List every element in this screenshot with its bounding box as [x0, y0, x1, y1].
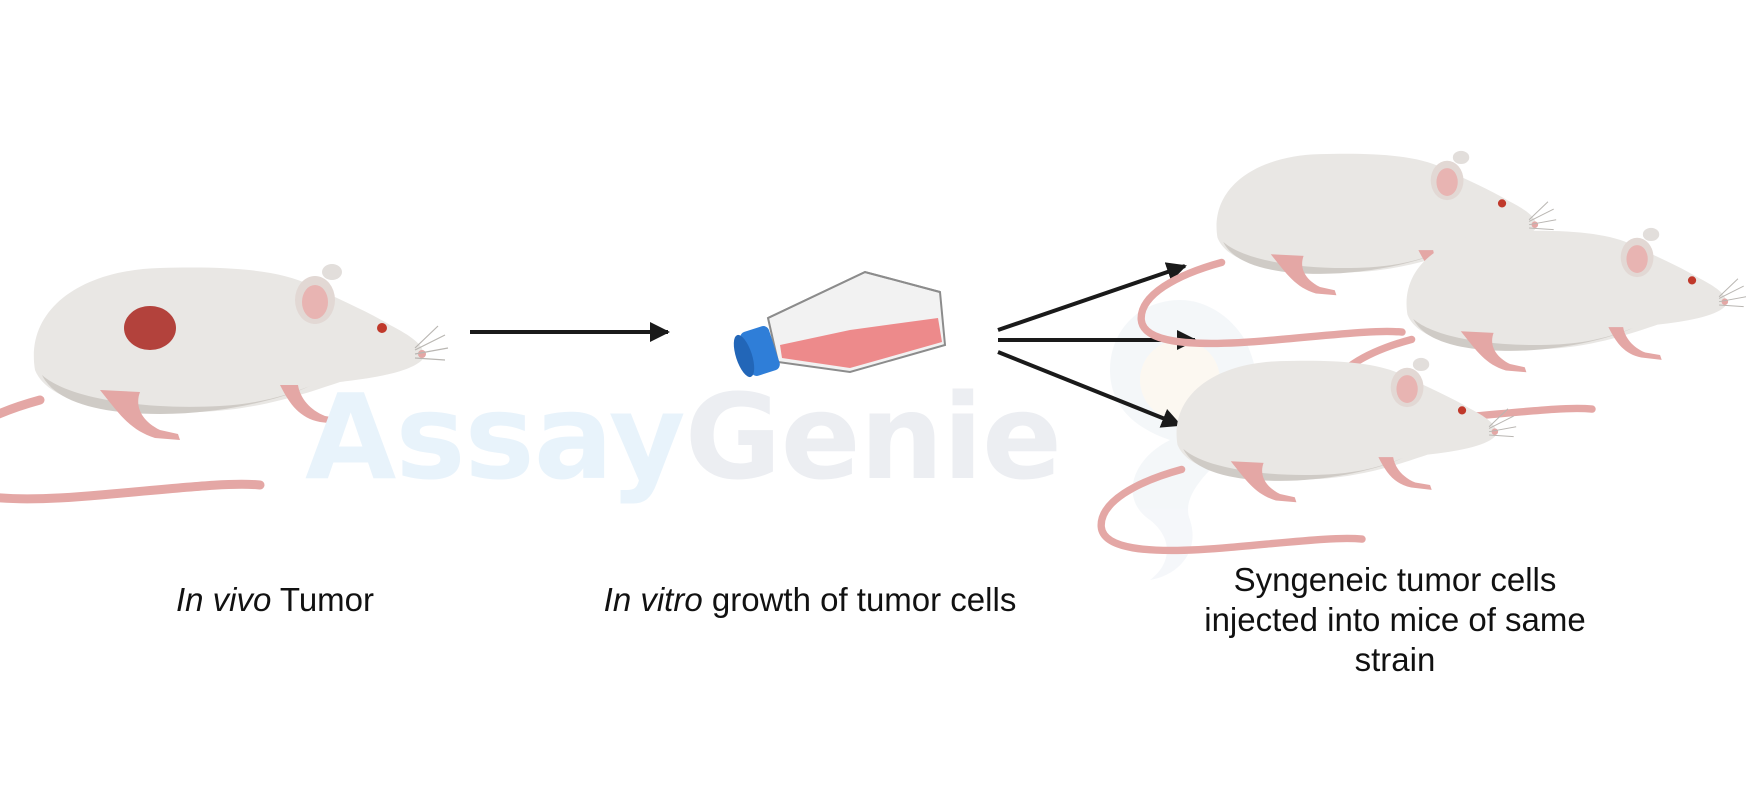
step-3-caption: Syngeneic tumor cells injected into mice… [1180, 560, 1610, 680]
step-2-caption: In vitro growth of tumor cells [590, 580, 1030, 620]
mouse-with-tumor-icon [0, 264, 448, 499]
cell-culture-flask-icon [733, 270, 947, 378]
step-3-caption-text: Syngeneic tumor cells injected into mice… [1204, 561, 1586, 678]
tumor-icon [124, 306, 176, 350]
step-1-caption: In vivo Tumor [110, 580, 440, 620]
step-2-caption-italic: In vitro [603, 581, 703, 618]
arrow-to-mouse-bottom [997, 350, 1182, 428]
step-2-caption-text: growth of tumor cells [702, 581, 1017, 618]
step-1-caption-italic: In vivo [175, 581, 272, 618]
step-1-caption-text: Tumor [271, 581, 375, 618]
arrow-to-mouse-top [997, 262, 1187, 332]
